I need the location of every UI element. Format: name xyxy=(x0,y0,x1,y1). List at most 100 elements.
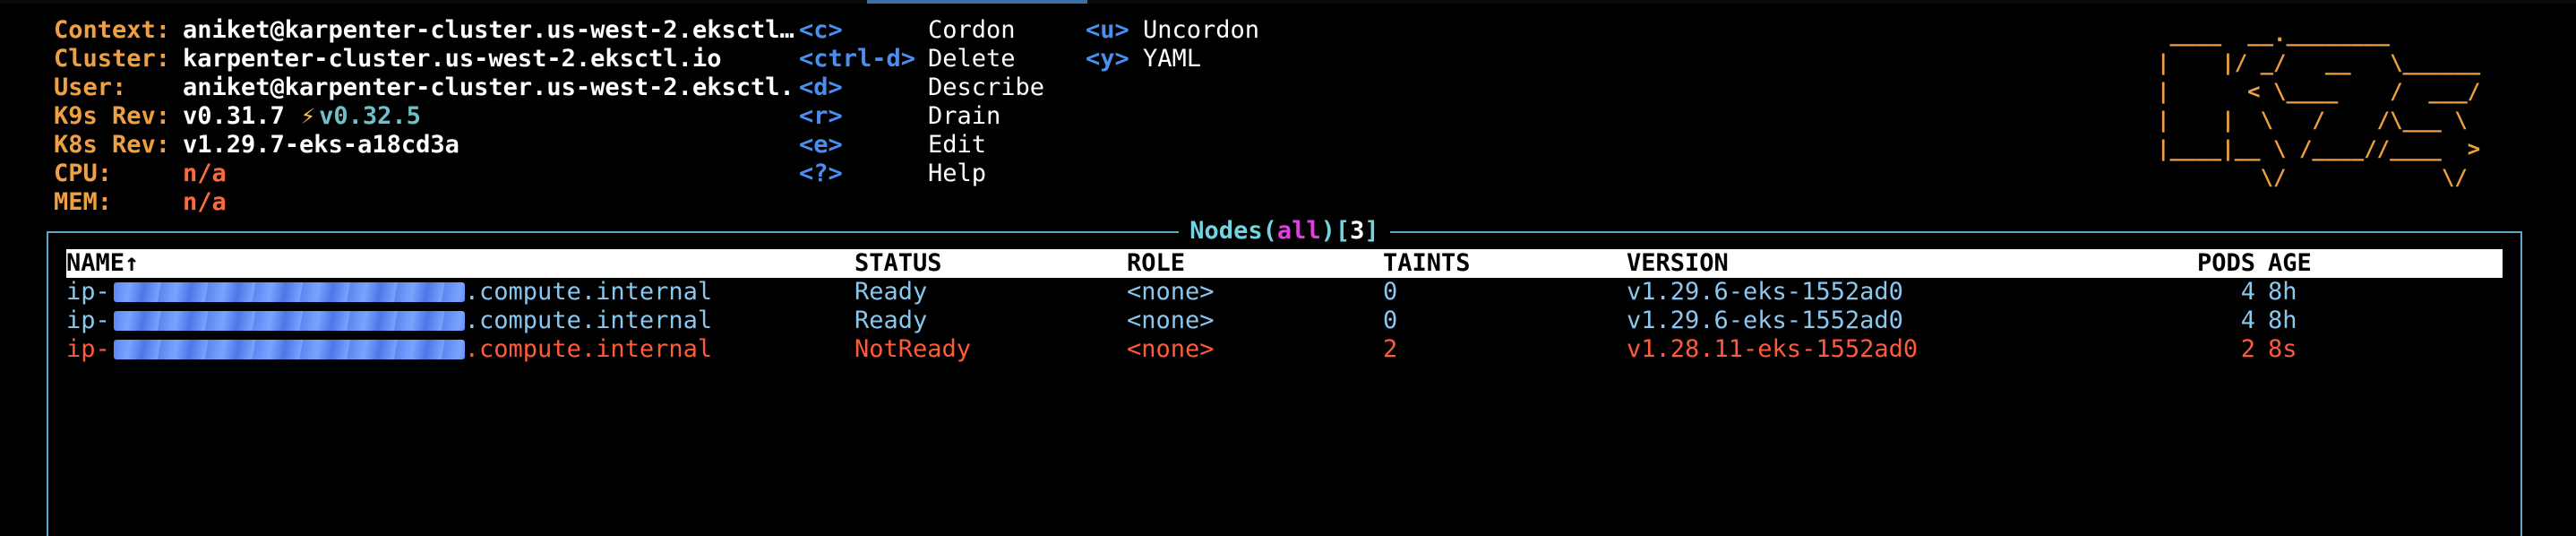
nodes-panel: Nodes(all)[3] NAME↑ STATUS ROLE TAINTS V… xyxy=(47,217,2522,536)
hotkey-label: Delete xyxy=(928,45,1016,73)
hotkey-label: Help xyxy=(928,160,987,187)
info-key: User: xyxy=(54,73,127,101)
node-age: 8h xyxy=(2268,278,2297,306)
node-pods: 2 xyxy=(2240,335,2255,363)
hotkey-label: Uncordon xyxy=(1143,16,1260,44)
cluster-info: Context: aniket@karpenter-cluster.us-wes… xyxy=(54,16,794,217)
menu-item-cordon[interactable]: <c> Cordon xyxy=(799,16,1044,45)
redacted-node-id xyxy=(113,311,465,331)
k9s-logo: ____ __.________ | |/ _/ __ \______ | < … xyxy=(2157,22,2481,190)
node-name-suffix: .compute.internal xyxy=(464,307,713,334)
table-header: NAME↑ STATUS ROLE TAINTS VERSION PODS AG… xyxy=(66,249,2503,278)
hotkey: <d> xyxy=(799,73,843,101)
user-value: aniket@karpenter-cluster.us-west-2.eksct… xyxy=(183,73,794,101)
node-role: <none> xyxy=(1127,278,1215,306)
hotkey: <r> xyxy=(799,102,843,130)
node-version: v1.29.6-eks-1552ad0 xyxy=(1627,278,1903,306)
redacted-node-id xyxy=(113,282,465,302)
node-role: <none> xyxy=(1127,335,1215,363)
info-context: Context: aniket@karpenter-cluster.us-wes… xyxy=(54,16,794,45)
hotkey: <y> xyxy=(1086,45,1129,73)
info-k9s-rev: K9s Rev: v0.31.7 ⚡ v0.32.5 xyxy=(54,102,794,131)
hotkey: <e> xyxy=(799,131,843,159)
menu-item-edit[interactable]: <e> Edit xyxy=(799,131,1044,160)
info-key: K8s Rev: xyxy=(54,131,171,159)
info-key: CPU: xyxy=(54,160,113,187)
header-role[interactable]: ROLE xyxy=(1127,249,1186,277)
table-row[interactable]: ip- .compute.internal Ready <none> 0 v1.2… xyxy=(66,307,2503,335)
k9s-update-version: v0.32.5 xyxy=(319,102,421,130)
node-age: 8s xyxy=(2268,335,2297,363)
mem-value: n/a xyxy=(183,188,227,216)
info-key: Context: xyxy=(54,16,171,44)
hotkey-menu-primary: <c> Cordon <ctrl-d> Delete <d> Describe … xyxy=(799,16,1044,188)
resource-count: 3 xyxy=(1350,217,1365,245)
nodes-table: NAME↑ STATUS ROLE TAINTS VERSION PODS AG… xyxy=(66,249,2503,364)
header-pods[interactable]: PODS xyxy=(2196,249,2255,277)
node-status: Ready xyxy=(854,278,928,306)
lightning-icon: ⚡ xyxy=(300,102,316,130)
menu-item-delete[interactable]: <ctrl-d> Delete xyxy=(799,45,1044,73)
menu-item-drain[interactable]: <r> Drain xyxy=(799,102,1044,131)
info-user: User: aniket@karpenter-cluster.us-west-2… xyxy=(54,73,794,102)
header-status[interactable]: STATUS xyxy=(854,249,942,277)
hotkey: <c> xyxy=(799,16,843,44)
node-name: ip- .compute.internal xyxy=(66,335,712,364)
info-key: K9s Rev: xyxy=(54,102,171,130)
info-key: MEM: xyxy=(54,188,113,216)
node-taints: 2 xyxy=(1383,335,1398,363)
node-taints: 0 xyxy=(1383,278,1398,306)
header-taints[interactable]: TAINTS xyxy=(1383,249,1471,277)
cpu-value: n/a xyxy=(183,160,227,187)
header-version[interactable]: VERSION xyxy=(1627,249,1729,277)
namespace-filter: all xyxy=(1276,217,1321,245)
hotkey: <?> xyxy=(799,160,843,187)
node-name-prefix: ip- xyxy=(66,307,110,334)
node-role: <none> xyxy=(1127,307,1215,334)
panel-title-text: Nodes(all)[3] xyxy=(1179,217,1390,245)
hotkey-label: Describe xyxy=(928,73,1045,101)
redacted-node-id xyxy=(113,340,465,359)
header-age[interactable]: AGE xyxy=(2268,249,2312,277)
hotkey-label: Cordon xyxy=(928,16,1016,44)
node-version: v1.28.11-eks-1552ad0 xyxy=(1627,335,1919,363)
table-row[interactable]: ip- .compute.internal NotReady <none> 2 v… xyxy=(66,335,2503,364)
info-cluster: Cluster: karpenter-cluster.us-west-2.eks… xyxy=(54,45,794,73)
node-taints: 0 xyxy=(1383,307,1398,334)
node-name: ip- .compute.internal xyxy=(66,307,712,335)
hotkey: <ctrl-d> xyxy=(799,45,916,73)
hotkey-label: Edit xyxy=(928,131,987,159)
hotkey-menu-secondary: <u> Uncordon <y> YAML xyxy=(1086,16,1259,73)
node-status: NotReady xyxy=(854,335,972,363)
panel-title: Nodes(all)[3] xyxy=(48,217,2520,246)
menu-item-yaml[interactable]: <y> YAML xyxy=(1086,45,1259,73)
node-pods: 4 xyxy=(2240,278,2255,306)
menu-item-uncordon[interactable]: <u> Uncordon xyxy=(1086,16,1259,45)
resource-name: Nodes xyxy=(1189,217,1263,245)
active-tab-indicator xyxy=(867,0,1087,4)
table-row[interactable]: ip- .compute.internal Ready <none> 0 v1.2… xyxy=(66,278,2503,307)
menu-item-help[interactable]: <?> Help xyxy=(799,160,1044,188)
hotkey-label: YAML xyxy=(1143,45,1202,73)
info-cpu: CPU: n/a xyxy=(54,160,794,188)
hotkey: <u> xyxy=(1086,16,1129,44)
node-age: 8h xyxy=(2268,307,2297,334)
k8s-version-value: v1.29.7-eks-a18cd3a xyxy=(183,131,459,159)
context-value: aniket@karpenter-cluster.us-west-2.eksct… xyxy=(183,16,794,44)
hotkey-label: Drain xyxy=(928,102,1001,130)
node-status: Ready xyxy=(854,307,928,334)
node-name-suffix: .compute.internal xyxy=(464,335,713,363)
terminal-top-bar xyxy=(0,0,2576,4)
node-name-suffix: .compute.internal xyxy=(464,278,713,306)
node-name: ip- .compute.internal xyxy=(66,278,712,307)
node-pods: 4 xyxy=(2240,307,2255,334)
info-k8s-rev: K8s Rev: v1.29.7-eks-a18cd3a xyxy=(54,131,794,160)
header-name[interactable]: NAME↑ xyxy=(66,249,140,277)
node-name-prefix: ip- xyxy=(66,278,110,306)
menu-item-describe[interactable]: <d> Describe xyxy=(799,73,1044,102)
node-name-prefix: ip- xyxy=(66,335,110,363)
node-version: v1.29.6-eks-1552ad0 xyxy=(1627,307,1903,334)
k9s-version-value: v0.31.7 xyxy=(183,102,285,130)
info-mem: MEM: n/a xyxy=(54,188,794,217)
cluster-value: karpenter-cluster.us-west-2.eksctl.io xyxy=(183,45,722,73)
